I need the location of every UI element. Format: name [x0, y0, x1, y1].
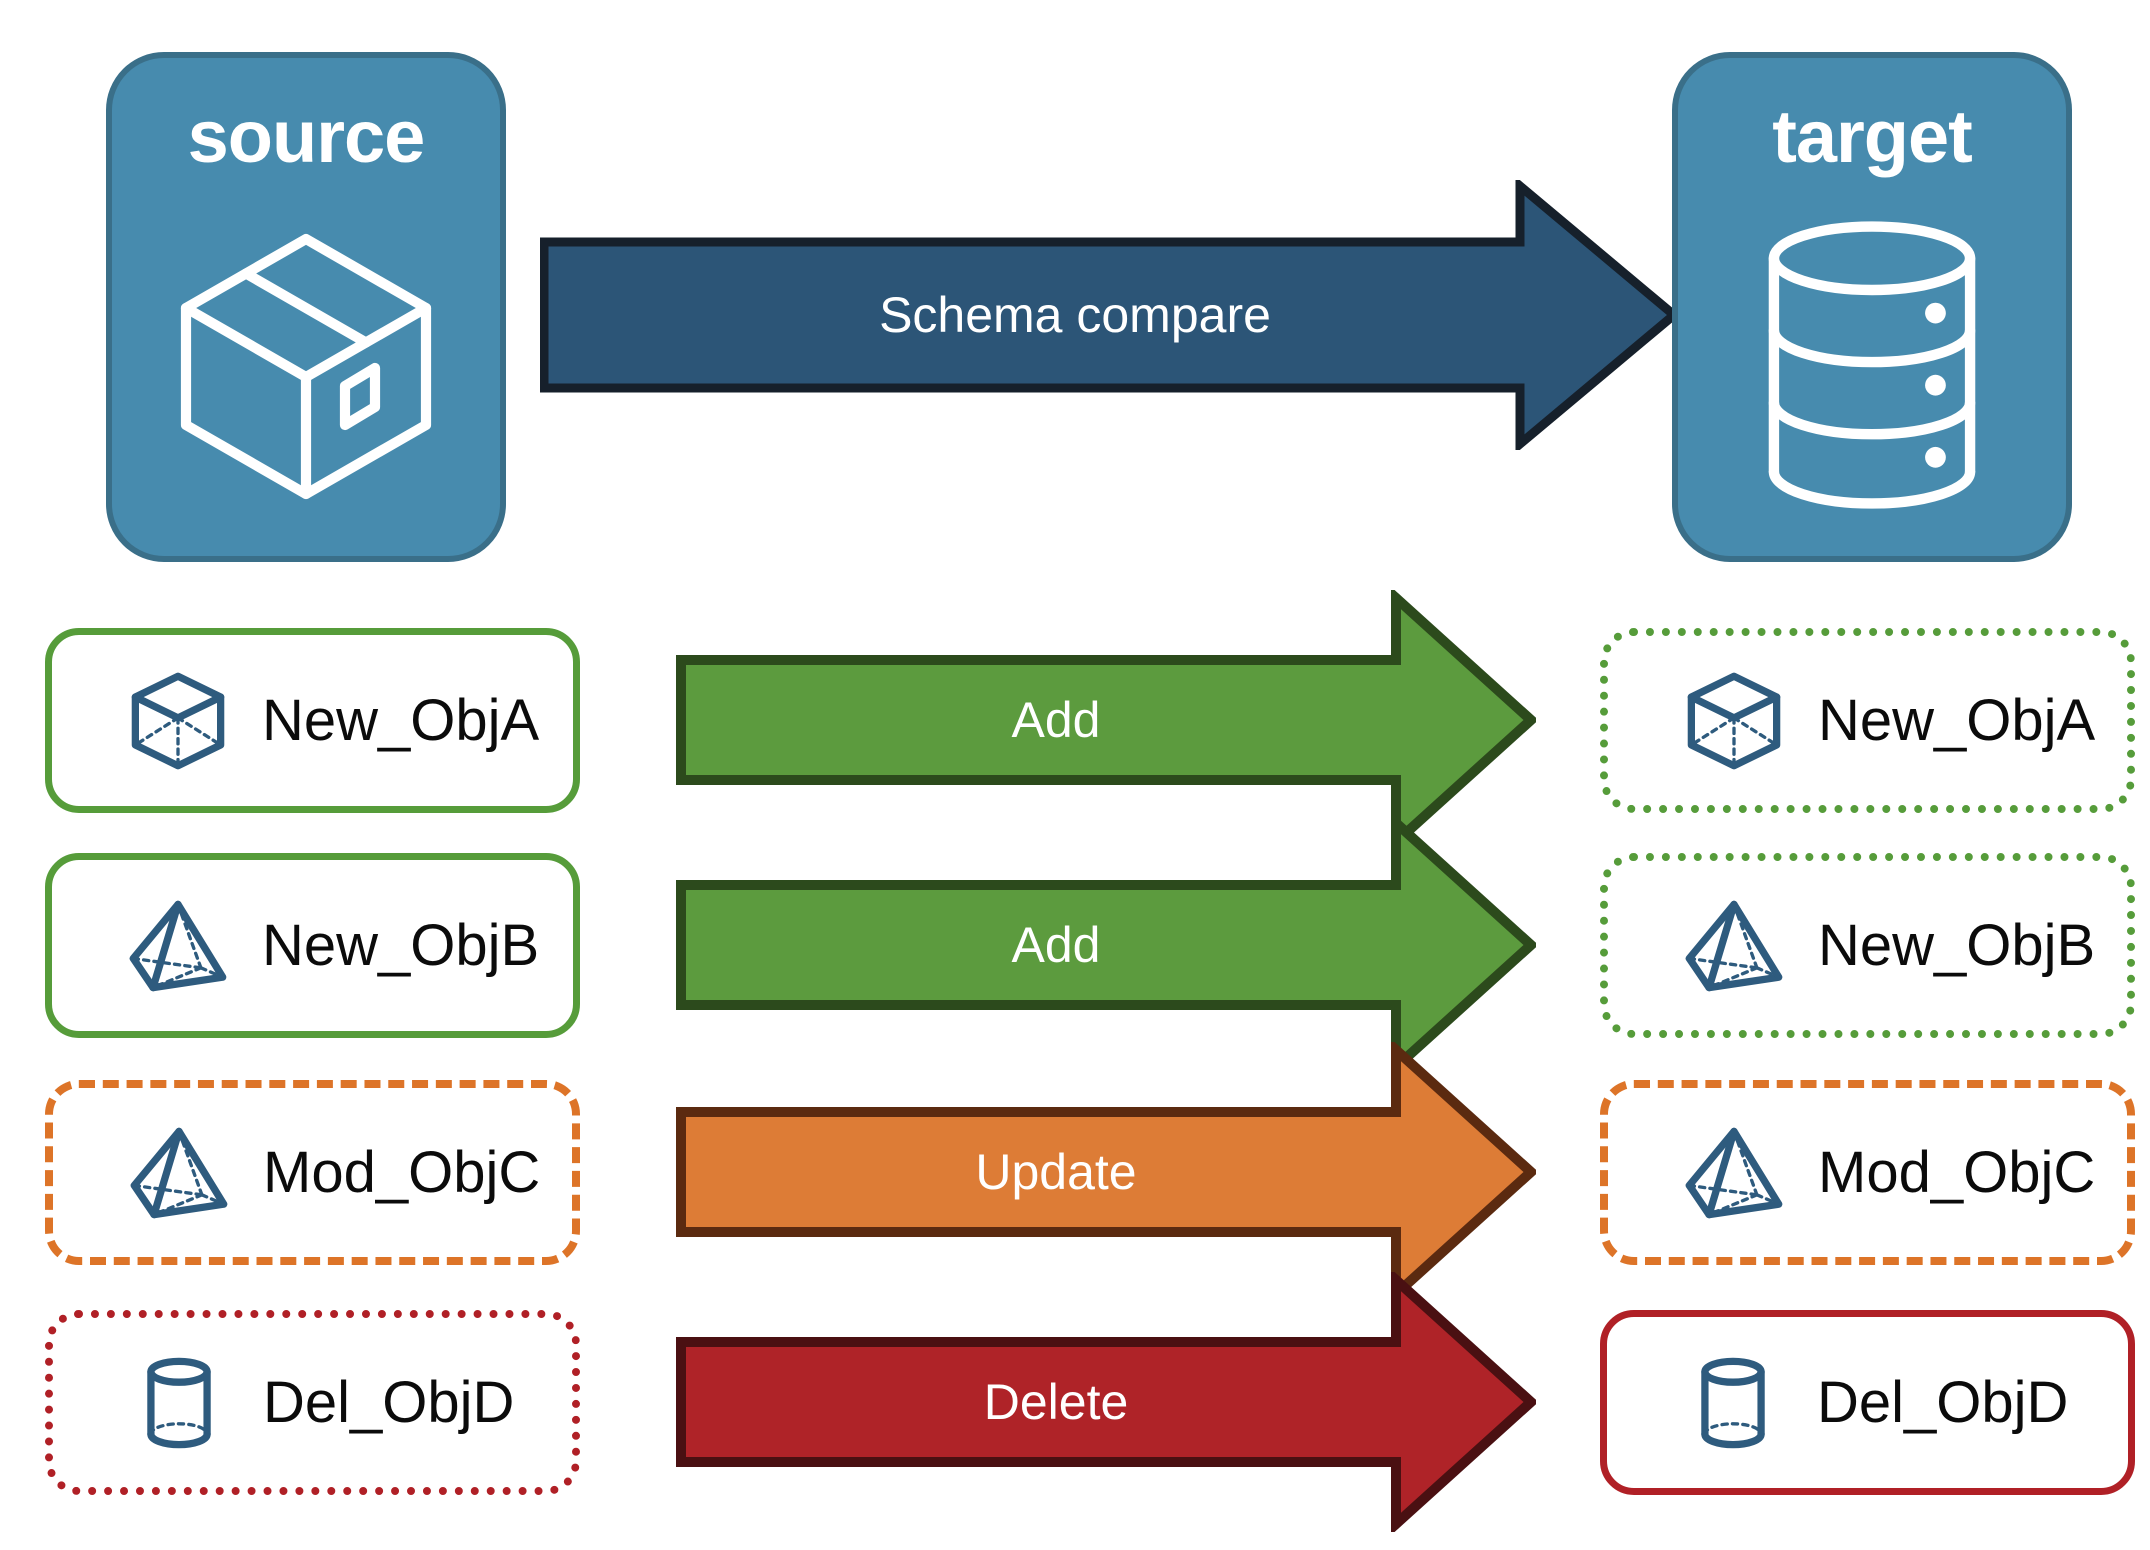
source-object-label: Mod_ObjC: [263, 1140, 541, 1205]
package-box-icon: [141, 200, 471, 530]
source-endpoint-card: source: [106, 52, 506, 562]
diff-row: New_ObjB Add: [0, 815, 2150, 1075]
source-object-label: New_ObjA: [262, 688, 540, 753]
target-object-card[interactable]: Mod_ObjC: [1600, 1080, 2135, 1265]
source-object-card[interactable]: Del_ObjD: [45, 1310, 580, 1495]
target-object-label: Mod_ObjC: [1818, 1140, 2096, 1205]
wireframe-cube-icon: [1678, 665, 1790, 777]
diff-row: Mod_ObjC Update: [0, 1042, 2150, 1302]
target-object-card[interactable]: New_ObjA: [1600, 628, 2135, 813]
diff-row: Del_ObjD Delete Del_ObjD: [0, 1272, 2150, 1532]
diff-row: New_ObjA Add New_Obj: [0, 590, 2150, 850]
action-arrow-update: [676, 1042, 1536, 1302]
target-endpoint-card: target: [1672, 52, 2072, 562]
wireframe-pyramid-icon: [1678, 890, 1790, 1002]
wireframe-cube-icon: [122, 665, 234, 777]
source-object-label: New_ObjB: [262, 913, 540, 978]
target-object-card[interactable]: New_ObjB: [1600, 853, 2135, 1038]
target-object-label: Del_ObjD: [1817, 1370, 2069, 1435]
target-object-label: New_ObjB: [1818, 913, 2096, 978]
target-object-label: New_ObjA: [1818, 688, 2096, 753]
target-object-card[interactable]: Del_ObjD: [1600, 1310, 2135, 1495]
wireframe-cylinder-icon: [123, 1347, 235, 1459]
action-arrow-delete: [676, 1272, 1536, 1532]
wireframe-pyramid-icon: [122, 890, 234, 1002]
wireframe-pyramid-icon: [1678, 1117, 1790, 1229]
source-object-card[interactable]: Mod_ObjC: [45, 1080, 580, 1265]
target-title: target: [1772, 95, 1973, 178]
source-object-label: Del_ObjD: [263, 1370, 515, 1435]
source-object-card[interactable]: New_ObjA: [45, 628, 580, 813]
wireframe-cylinder-icon: [1677, 1347, 1789, 1459]
source-title: source: [187, 95, 426, 178]
source-object-card[interactable]: New_ObjB: [45, 853, 580, 1038]
action-arrow-add: [676, 815, 1536, 1075]
action-arrow-add: [676, 590, 1536, 850]
schema-compare-arrow: [540, 180, 1680, 450]
wireframe-pyramid-icon: [123, 1117, 235, 1229]
database-cylinder-icon: [1707, 200, 2037, 530]
